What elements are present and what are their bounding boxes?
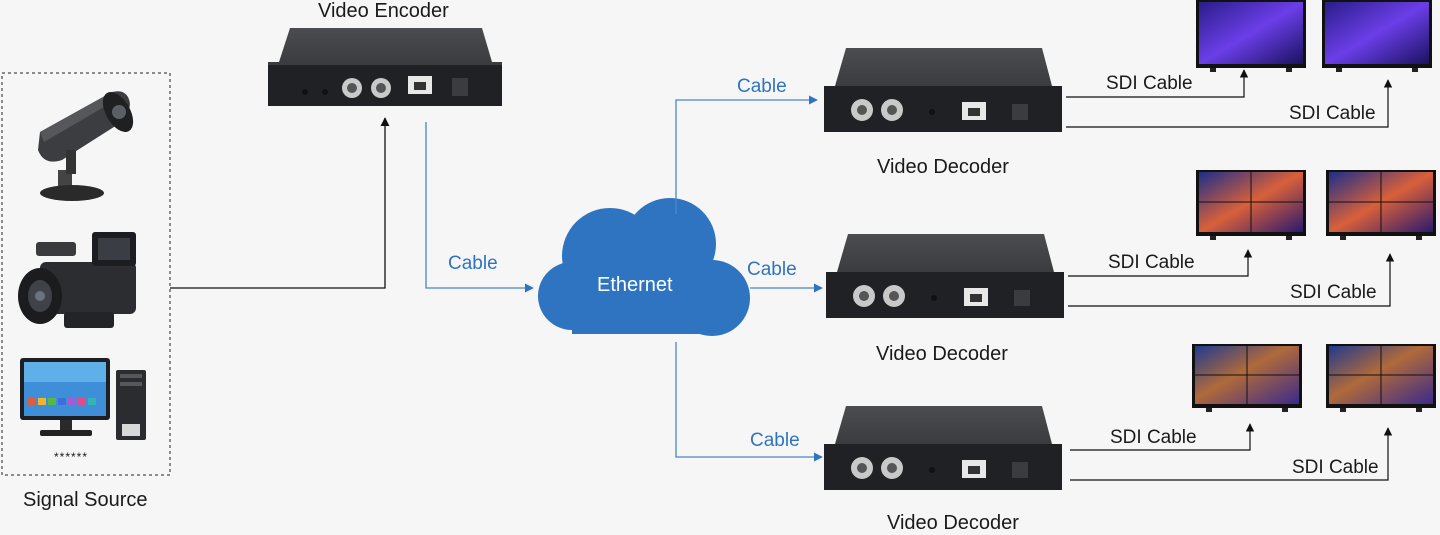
cloud-to-decoder-3-line	[675, 342, 823, 462]
sdi-cable-label-1b: SDI Cable	[1289, 103, 1376, 124]
sdi-cable-label-2a: SDI Cable	[1108, 252, 1195, 273]
sdi-cable-label-3b: SDI Cable	[1292, 457, 1379, 478]
camcorder-icon	[18, 232, 136, 328]
encoder-cable-label: Cable	[448, 253, 498, 274]
ethernet-label: Ethernet	[597, 274, 673, 296]
sdi-line-1a	[1066, 69, 1249, 98]
sdi-cable-label-3a: SDI Cable	[1110, 427, 1197, 448]
video-decoder-2-device	[826, 234, 1064, 318]
display-screen-2b	[1326, 170, 1436, 240]
decoder-1-label: Video Decoder	[877, 156, 1009, 178]
display-screen-1a	[1196, 0, 1306, 72]
video-encoder-device	[268, 28, 502, 106]
decoder-1-cable-label: Cable	[737, 76, 787, 97]
security-camera-icon	[38, 91, 134, 201]
display-screen-1b	[1322, 0, 1432, 72]
video-encoder-label: Video Encoder	[318, 0, 449, 22]
signal-source-box	[1, 72, 171, 476]
encoder-to-cloud-line	[425, 122, 534, 293]
sdi-line-3b	[1070, 427, 1393, 481]
signal-source-label: Signal Source	[23, 489, 148, 511]
decoder-3-label: Video Decoder	[887, 512, 1019, 534]
source-to-encoder-line	[170, 117, 390, 289]
desktop-computer-icon	[20, 358, 146, 440]
sdi-cable-label-2b: SDI Cable	[1290, 282, 1377, 303]
display-screen-2a	[1196, 170, 1306, 240]
decoder-2-cable-label: Cable	[747, 259, 797, 280]
display-screen-3a	[1192, 344, 1302, 412]
decoder-3-cable-label: Cable	[750, 430, 800, 451]
sdi-line-1b	[1066, 79, 1393, 128]
video-decoder-1-device	[824, 48, 1062, 132]
display-screen-3b	[1326, 344, 1436, 412]
sdi-line-2a	[1068, 249, 1253, 277]
cloud-to-decoder-1-line	[675, 95, 818, 214]
sdi-cable-label-1a: SDI Cable	[1106, 73, 1193, 94]
signal-source-more-label: ******	[54, 450, 89, 464]
video-decoder-3-device	[824, 406, 1062, 490]
decoder-2-label: Video Decoder	[876, 343, 1008, 365]
sdi-line-3a	[1070, 423, 1255, 451]
sdi-line-2b	[1068, 253, 1395, 307]
ethernet-cloud	[538, 198, 750, 336]
